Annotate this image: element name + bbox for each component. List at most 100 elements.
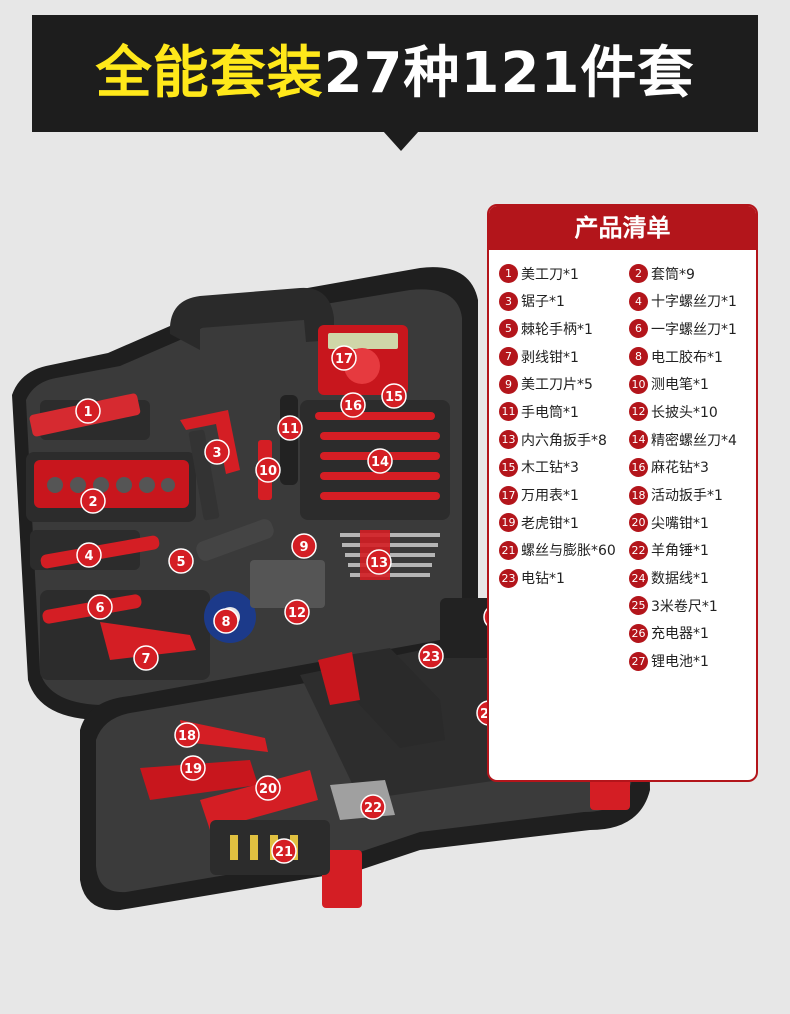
item-number-badge: 5	[499, 319, 518, 339]
item-number-badge: 22	[629, 540, 648, 560]
callout-text-22: 22	[364, 801, 382, 816]
item-label: 万用表*1	[521, 488, 579, 504]
item-number-badge: 13	[499, 430, 518, 450]
item-number-badge: 26	[629, 623, 648, 643]
callout-1: 1	[75, 398, 101, 424]
item-label: 套筒*9	[651, 266, 695, 283]
callout-11: 11	[277, 415, 303, 441]
item-label: 电钻*1	[521, 571, 565, 588]
item-label: 活动扳手*1	[651, 488, 723, 504]
callout-15: 15	[381, 383, 407, 409]
item-number-badge: 15	[499, 457, 518, 477]
banner-pointer	[383, 131, 419, 151]
item-label: 螺丝与膨胀*60	[521, 543, 616, 560]
callout-text-2: 2	[88, 495, 97, 510]
header-banner: 全能套装27种121件套	[32, 15, 758, 132]
callout-16: 16	[340, 392, 366, 418]
callout-text-3: 3	[212, 446, 221, 461]
item-label: 棘轮手柄*1	[521, 321, 593, 338]
callout-text-8: 8	[221, 615, 230, 630]
callout-7: 7	[133, 645, 159, 671]
item-label: 羊角锤*1	[651, 543, 709, 560]
callout-text-9: 9	[299, 540, 308, 555]
item-label: 锂电池*1	[651, 654, 709, 671]
item-number-badge: 12	[629, 402, 648, 422]
item-label: 精密螺丝刀*4	[651, 432, 737, 449]
item-label: 数据线*1	[651, 571, 709, 588]
callout-text-16: 16	[344, 399, 362, 414]
title-highlight: 全能套装	[95, 41, 324, 106]
item-number-badge: 19	[499, 513, 518, 533]
callout-text-5: 5	[176, 555, 185, 570]
item-number-badge: 21	[499, 540, 518, 560]
callout-17: 17	[331, 345, 357, 371]
callout-text-17: 17	[335, 352, 353, 367]
callout-text-18: 18	[178, 729, 196, 744]
item-number-badge: 25	[629, 596, 648, 616]
item-number-badge: 17	[499, 485, 518, 505]
item-label: 老虎钳*1	[521, 515, 579, 532]
item-label: 内六角扳手*8	[521, 432, 607, 449]
item-number-badge: 18	[629, 485, 648, 505]
item-label: 尖嘴钳*1	[651, 515, 709, 532]
callout-19: 19	[180, 755, 206, 781]
callout-10: 10	[255, 457, 281, 483]
item-number-badge: 10	[629, 374, 648, 394]
item-label: 十字螺丝刀*1	[651, 294, 737, 311]
callout-9: 9	[291, 533, 317, 559]
callout-text-6: 6	[95, 601, 104, 616]
item-number-badge: 24	[629, 568, 648, 588]
item-label: 美工刀片*5	[521, 377, 593, 394]
item-label: 3米卷尺*1	[651, 598, 718, 615]
item-number-badge: 14	[629, 430, 648, 450]
item-label: 手电筒*1	[521, 404, 579, 421]
callout-23: 23	[418, 643, 444, 669]
item-label: 电工胶布*1	[651, 349, 723, 366]
item-number-badge: 4	[629, 291, 648, 311]
callout-8: 8	[213, 608, 239, 634]
item-number-badge: 23	[499, 568, 518, 588]
callout-6: 6	[87, 594, 113, 620]
callout-text-23: 23	[422, 650, 440, 665]
item-number-badge: 7	[499, 347, 518, 367]
item-label: 长披头*10	[651, 404, 718, 421]
item-label: 美工刀*1	[521, 266, 579, 283]
item-number-badge: 2	[629, 264, 648, 283]
item-label: 剥线钳*1	[521, 349, 579, 366]
callout-4: 4	[76, 542, 102, 568]
item-label: 麻花钻*3	[651, 460, 709, 477]
item-number-badge: 3	[499, 291, 518, 311]
item-label: 测电笔*1	[651, 377, 709, 394]
item-number-badge: 6	[629, 319, 648, 339]
title-rest: 27种121件套	[323, 41, 695, 106]
callout-20: 20	[255, 775, 281, 801]
